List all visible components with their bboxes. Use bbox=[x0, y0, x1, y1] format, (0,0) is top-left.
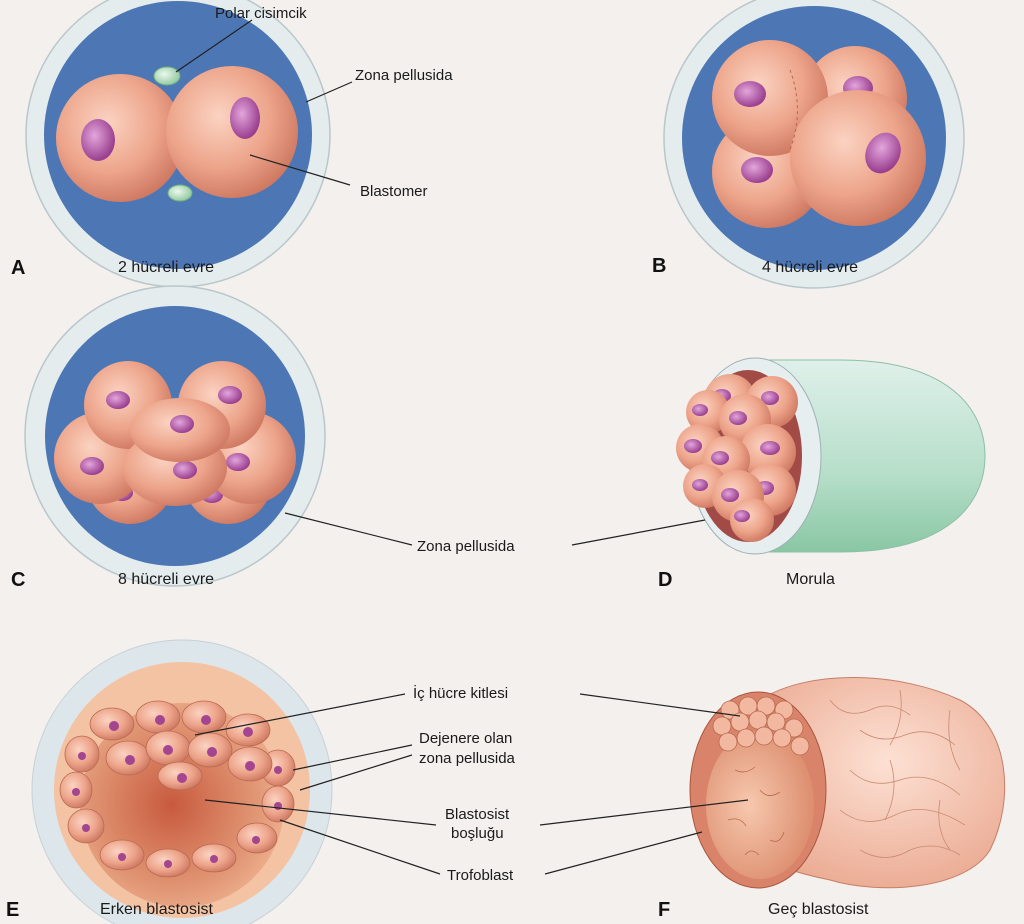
panel-caption: Geç blastosist bbox=[768, 901, 869, 918]
blastomere bbox=[790, 90, 926, 226]
panel-letter: E bbox=[6, 899, 19, 921]
nucleus bbox=[81, 119, 115, 161]
panel-letter: D bbox=[658, 569, 672, 591]
panel-caption: Morula bbox=[786, 571, 835, 588]
blastomere bbox=[130, 398, 230, 462]
label-trophoblast: Trofoblast bbox=[447, 867, 514, 884]
label-blastomere: Blastomer bbox=[360, 183, 428, 200]
panel-caption: Erken blastosist bbox=[100, 901, 213, 918]
panel-d-morula: D Morula bbox=[658, 358, 985, 591]
panel-caption: 4 hücreli evre bbox=[762, 259, 858, 276]
panel-letter: C bbox=[11, 569, 25, 591]
panel-c-eight-cell-stage: C 8 hücreli evre bbox=[11, 286, 325, 591]
label-degenerating-zona-2: zona pellusida bbox=[419, 750, 516, 767]
label-inner-cell-mass: İç hücre kitlesi bbox=[413, 684, 508, 702]
panel-f-late-blastocyst: F Geç blastosist bbox=[658, 677, 1005, 921]
panel-letter: A bbox=[11, 257, 25, 279]
label-blastocyst-cavity-1: Blastosist bbox=[445, 806, 510, 823]
panel-b-four-cell-stage: B 4 hücreli evre bbox=[652, 0, 964, 288]
nucleus bbox=[230, 97, 260, 139]
panel-letter: B bbox=[652, 255, 666, 277]
label-degenerating-zona-1: Dejenere olan bbox=[419, 730, 512, 747]
label-polar-body: Polar cisimcik bbox=[215, 5, 307, 22]
polar-body-top bbox=[154, 67, 180, 85]
label-zona-pellucida: Zona pellusida bbox=[355, 67, 453, 84]
panel-caption: 8 hücreli evre bbox=[118, 571, 214, 588]
nucleus bbox=[741, 157, 773, 183]
panel-caption: 2 hücreli evre bbox=[118, 259, 214, 276]
blastomere-right bbox=[166, 66, 298, 198]
nucleus bbox=[734, 81, 766, 107]
polar-body-bottom bbox=[168, 185, 192, 201]
blastomere-left bbox=[56, 74, 184, 202]
label-blastocyst-cavity-2: boşluğu bbox=[451, 825, 504, 842]
panel-e-early-blastocyst: E Erken blastosist bbox=[6, 640, 332, 924]
panel-a-two-cell-stage: Polar cisimcik Zona pellusida Blastomer … bbox=[11, 0, 453, 287]
panel-letter: F bbox=[658, 899, 670, 921]
label-zona-pellucida-cd: Zona pellusida bbox=[417, 538, 515, 555]
